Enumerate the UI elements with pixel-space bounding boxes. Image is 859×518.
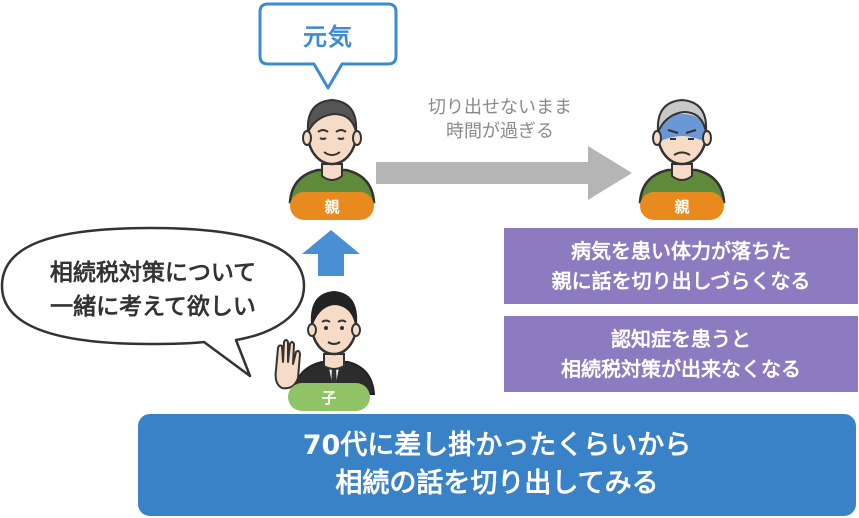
risk-box-dementia: 認知症を患うと 相続税対策が出来なくなる [504, 316, 858, 392]
speech-bubble-child [0, 226, 306, 378]
advice-banner: 70代に差し掛かったくらいから 相続の話を切り出してみる [138, 414, 856, 516]
child-speech-line-1: 相続税対策について [49, 260, 257, 286]
risk-box-illness: 病気を患い体力が落ちた 親に話を切り出しづらくなる [504, 228, 858, 304]
parent-label-right: 親 [640, 192, 724, 220]
speech-bubble-genki [258, 2, 398, 90]
child-speech-line-2: 一緒に考えて欲しい [50, 294, 256, 320]
risk-dementia-line-2: 相続税対策が出来なくなる [561, 357, 801, 381]
parent-label-left: 親 [290, 192, 374, 220]
advice-line-1: 70代に差し掛かったくらいから [302, 430, 692, 461]
risk-dementia-line-1: 認知症を患うと [611, 327, 751, 351]
advice-line-2: 相続の話を切り出してみる [335, 468, 659, 499]
caption-line-1: 切り出せないまま [428, 97, 572, 118]
caption-line-2: 時間が過ぎる [446, 121, 554, 142]
parent-healthy-icon [288, 98, 376, 204]
parent-sick-icon [638, 98, 726, 204]
speech-bubble-child-text: 相続税対策について 一緒に考えて欲しい [18, 256, 288, 324]
time-passes-arrow [376, 146, 632, 200]
child-label: 子 [288, 383, 370, 411]
speech-bubble-genki-text: 元気 [303, 22, 353, 51]
child-businessman-icon [274, 290, 376, 395]
risk-illness-line-2: 親に話を切り出しづらくなる [551, 269, 811, 293]
risk-illness-line-1: 病気を患い体力が落ちた [571, 239, 791, 263]
up-arrow-icon [302, 230, 360, 276]
time-passes-caption: 切り出せないまま 時間が過ぎる [400, 96, 600, 144]
